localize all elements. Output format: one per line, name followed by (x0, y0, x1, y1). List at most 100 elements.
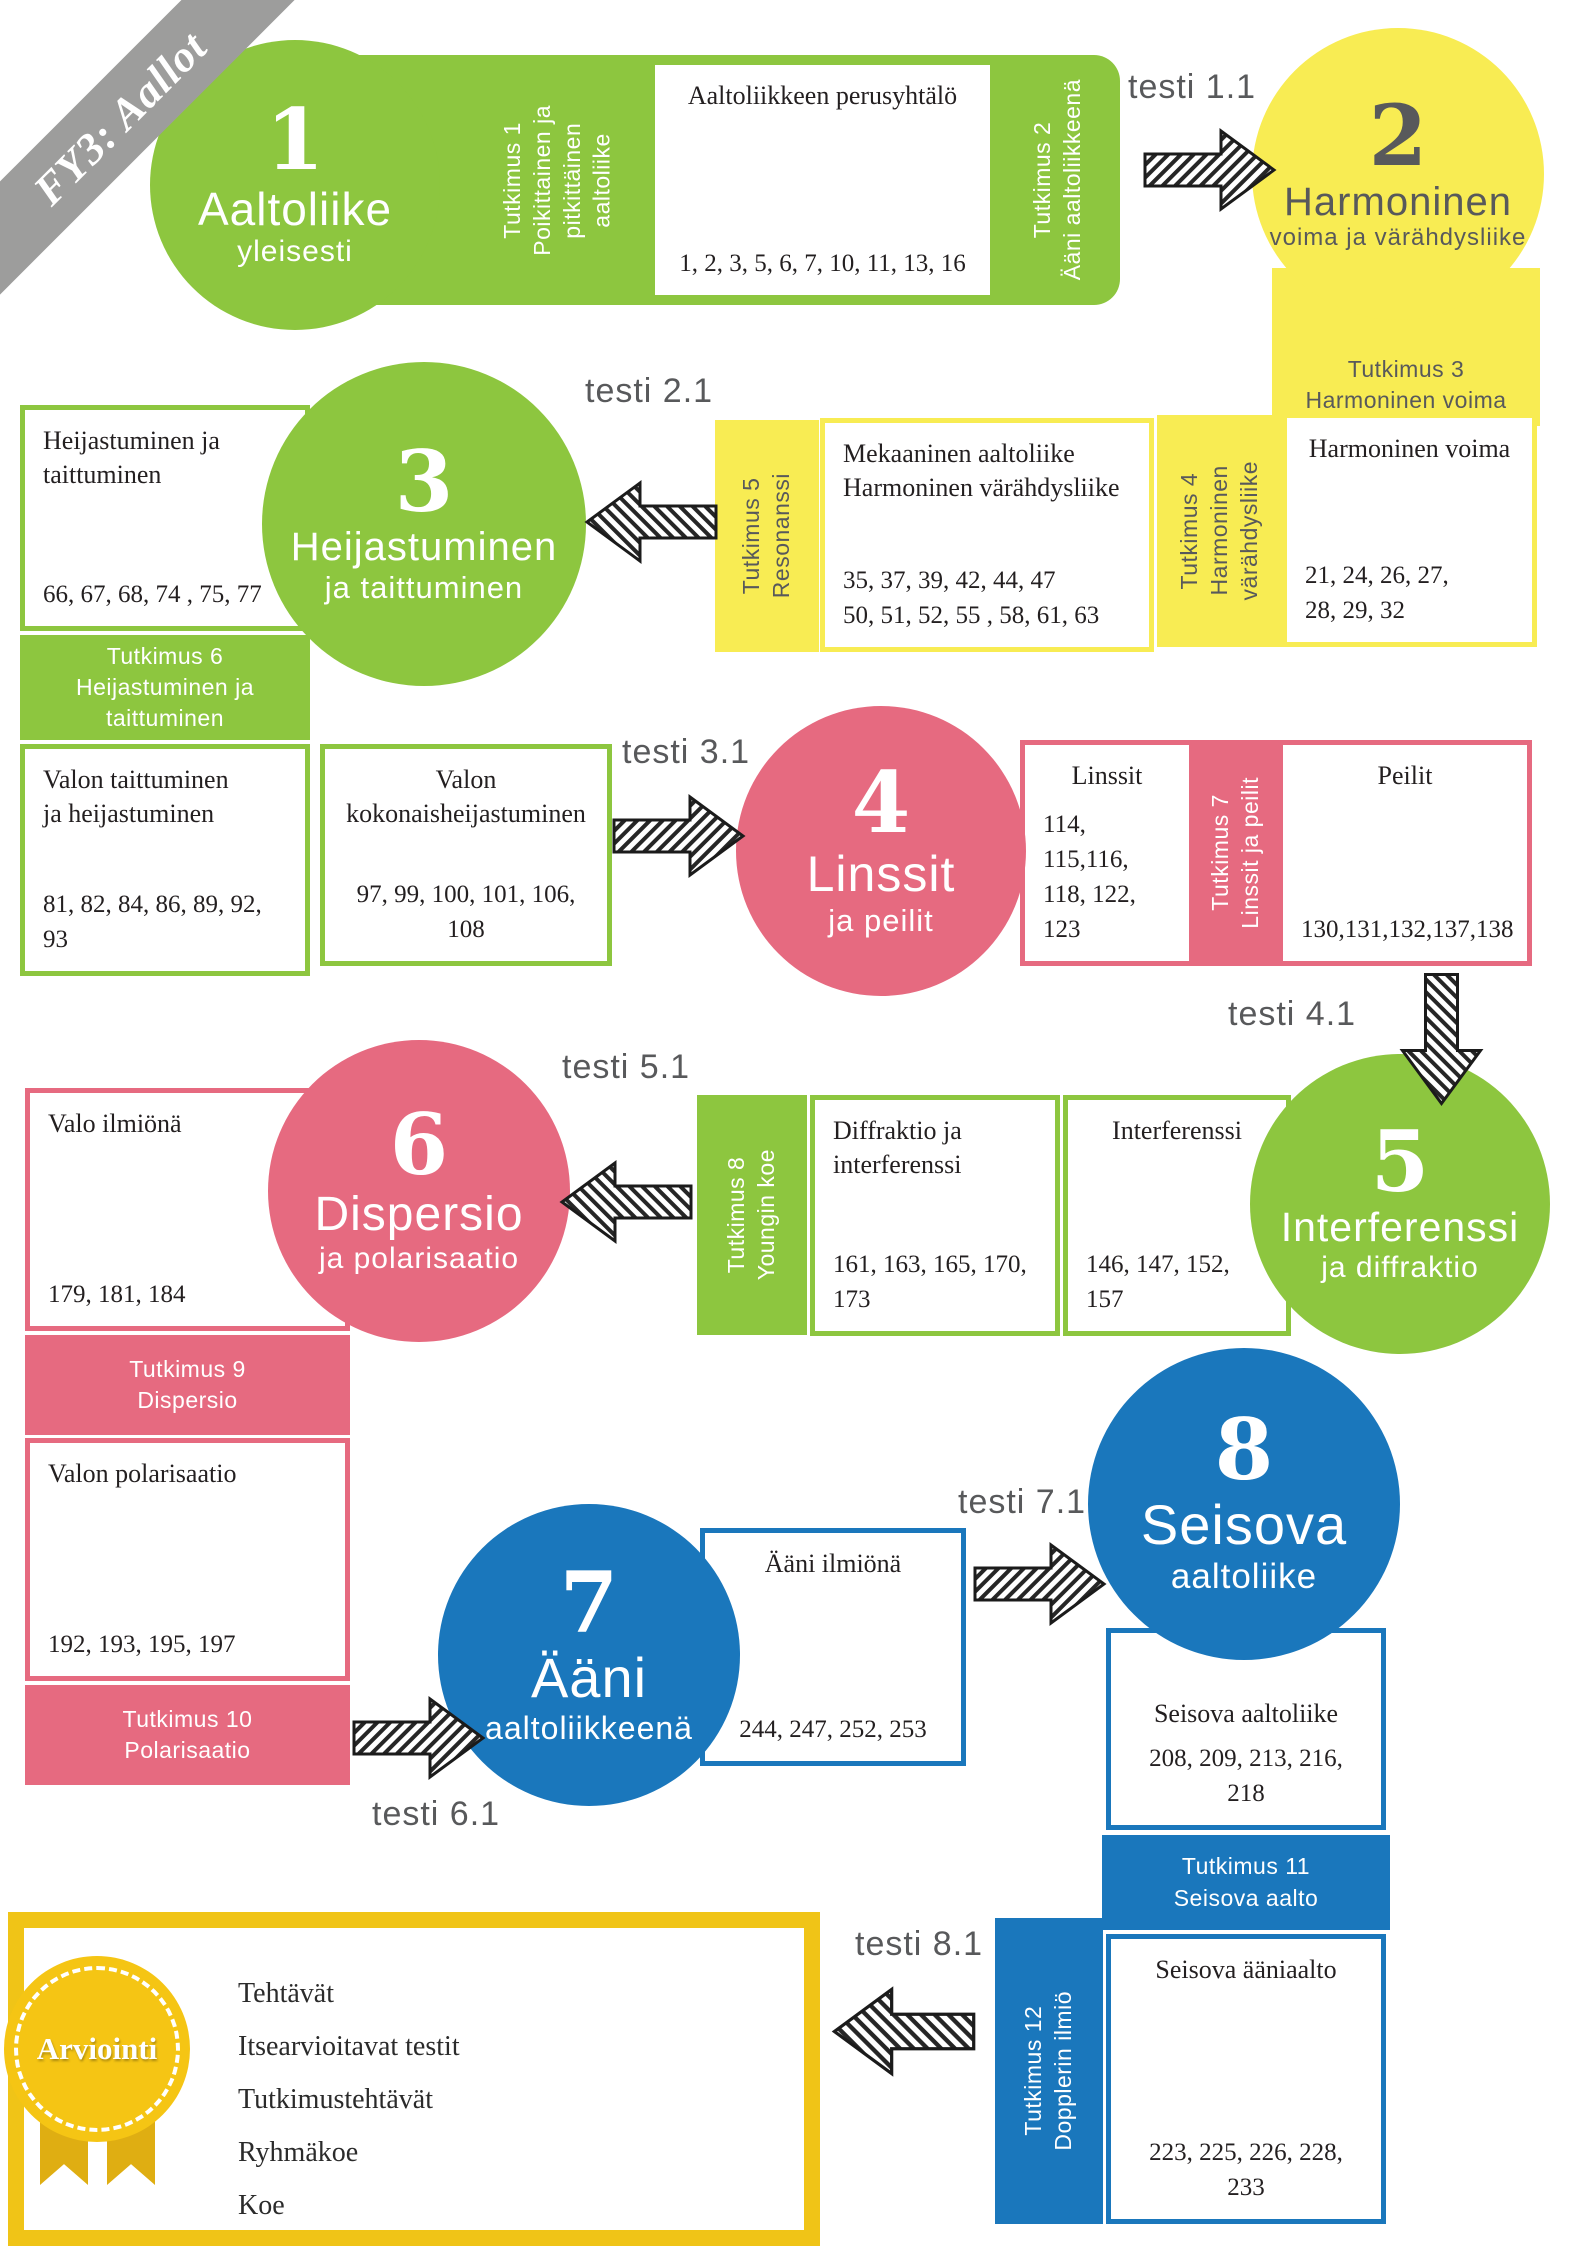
box-peilit: Peilit 130,131,132,137,138 (1278, 740, 1532, 966)
box-aani-ilmiona: Ääni ilmiönä 244, 247, 252, 253 (700, 1528, 966, 1766)
station-8-number: 8 (1214, 1400, 1274, 1500)
station-4-title: Linssit (806, 845, 956, 902)
tutkimus-7-strip: Tutkimus 7 Linssit ja peilit (1192, 740, 1280, 966)
box-numbers: 114, 115,116, 118, 122, 123 (1043, 811, 1136, 943)
testi-3-label: testi 3.1 (622, 733, 751, 771)
station-3-circle: 3 Heijastuminen ja taittuminen (262, 362, 586, 686)
tutkimus-1-label: Tutkimus 1 Poikittainen ja pitkittäinen … (499, 104, 615, 256)
box-valon-polarisaatio: Valon polarisaatio 192, 193, 195, 197 (25, 1438, 350, 1681)
station-4-circle: 4 Linssit ja peilit (736, 706, 1026, 996)
station-7-subtitle: aaltoliikkeenä (485, 1709, 693, 1746)
testi-4-label: testi 4.1 (1228, 995, 1357, 1033)
box-interferenssi: Interferenssi 146, 147, 152, 157 (1063, 1095, 1291, 1336)
arviointi-panel (8, 1912, 820, 2246)
tutkimus-11-panel: Tutkimus 11 Seisova aalto (1102, 1835, 1390, 1930)
station-2-subtitle: voima ja värähdysliike (1269, 223, 1527, 251)
station-6-subtitle: ja polarisaatio (318, 1242, 520, 1276)
testi-2-arrow-left-icon (584, 480, 718, 564)
box-numbers: 130,131,132,137,138 (1301, 916, 1514, 943)
box-title: Peilit (1377, 761, 1433, 790)
box-mekaaninen-aaltoliike: Mekaaninen aaltoliike Harmoninen värähdy… (820, 418, 1154, 652)
arviointi-item: Tutkimustehtävät (238, 2084, 433, 2115)
tutkimus-6-panel: Tutkimus 6 Heijastuminen ja taittuminen (20, 635, 310, 740)
box-title: Valo ilmiönä (48, 1109, 182, 1138)
station-2-title: Harmoninen (1284, 179, 1512, 224)
box-numbers: 35, 37, 39, 42, 44, 47 50, 51, 52, 55 , … (843, 567, 1100, 629)
station-2-number: 2 (1368, 85, 1428, 185)
testi-3-arrow-right-icon (612, 794, 746, 878)
box-aaltoliikkeen-perusyhtalo: Aaltoliikkeen perusyhtälö 1, 2, 3, 5, 6,… (655, 65, 990, 295)
station-3-number: 3 (394, 431, 454, 531)
box-title: Valon taittuminen ja heijastuminen (43, 765, 229, 828)
box-numbers: 161, 163, 165, 170, 173 (833, 1251, 1027, 1313)
station-3-title: Heijastuminen (290, 525, 558, 570)
box-title: Harmoninen voima (1308, 434, 1511, 463)
box-harmoninen-voima: Harmoninen voima 21, 24, 26, 27, 28, 29,… (1282, 413, 1537, 647)
tutkimus-2-strip: Tutkimus 2 Ääni aaltoliikkeenä (1000, 65, 1115, 295)
tutkimus-10-panel: Tutkimus 10 Polarisaatio (25, 1685, 350, 1785)
box-title: Linssit (1071, 761, 1143, 790)
box-title: Seisova aaltoliike (1153, 1699, 1339, 1728)
tutkimus-3-label: Tutkimus 3 Harmoninen voima (1305, 355, 1507, 413)
arviointi-item: Koe (238, 2190, 285, 2221)
testi-7-arrow-right-icon (973, 1542, 1107, 1626)
box-numbers: 179, 181, 184 (48, 1281, 186, 1308)
station-5-title: Interferenssi (1280, 1204, 1520, 1251)
station-7-title: Ääni (530, 1645, 648, 1709)
box-numbers: 66, 67, 68, 74 , 75, 77 (43, 581, 262, 608)
tutkimus-8-label: Tutkimus 8 Youngin koe (723, 1149, 779, 1281)
testi-6-arrow-right-icon (352, 1696, 486, 1780)
box-title: Diffraktio ja interferenssi (833, 1116, 962, 1179)
arviointi-item: Itsearvioitavat testit (238, 2031, 460, 2062)
box-title: Aaltoliikkeen perusyhtälö (687, 81, 958, 110)
box-valon-taittuminen: Valon taittuminen ja heijastuminen 81, 8… (20, 744, 310, 976)
box-numbers: 192, 193, 195, 197 (48, 1631, 236, 1658)
station-7-circle: 7 Ääni aaltoliikkeenä (438, 1504, 740, 1806)
box-title: Ääni ilmiönä (764, 1549, 902, 1578)
tutkimus-7-label: Tutkimus 7 Linssit ja peilit (1207, 777, 1263, 929)
testi-1-label: testi 1.1 (1128, 68, 1257, 106)
station-1-title: Aaltoliike (197, 182, 393, 235)
station-8-circle: 8 Seisova aaltoliike (1088, 1348, 1400, 1660)
tutkimus-4-label: Tutkimus 4 Harmoninen värähdysliike (1175, 461, 1262, 601)
box-numbers: 223, 225, 226, 228, 233 (1149, 2139, 1343, 2201)
box-numbers: 208, 209, 213, 216, 218 (1149, 1745, 1343, 1807)
testi-6-label: testi 6.1 (372, 1795, 501, 1833)
testi-7-label: testi 7.1 (958, 1483, 1087, 1521)
station-2-circle: 2 Harmoninen voima ja värähdysliike (1252, 28, 1544, 320)
testi-1-arrow-right-icon (1143, 128, 1277, 212)
station-1-subtitle: yleisesti (237, 235, 353, 269)
arviointi-badge-label: Arviointi (36, 2031, 158, 2066)
testi-2-label: testi 2.1 (585, 372, 714, 410)
station-4-subtitle: ja peilit (828, 902, 934, 938)
box-seisova-aaniaalto: Seisova ääniaalto 223, 225, 226, 228, 23… (1106, 1934, 1386, 2224)
tutkimus-11-label: Tutkimus 11 Seisova aalto (1173, 1853, 1319, 1911)
tutkimus-1-strip: Tutkimus 1 Poikittainen ja pitkittäinen … (468, 65, 648, 295)
station-8-title: Seisova (1140, 1493, 1348, 1557)
tutkimus-12-strip: Tutkimus 12 Dopplerin ilmiö (995, 1918, 1103, 2224)
testi-4-arrow-down-icon (1399, 973, 1484, 1107)
station-3-subtitle: ja taittuminen (324, 570, 524, 606)
box-numbers: 1, 2, 3, 5, 6, 7, 10, 11, 13, 16 (679, 250, 966, 277)
box-title: Interferenssi (1112, 1116, 1242, 1145)
tutkimus-9-label: Tutkimus 9 Dispersio (129, 1355, 246, 1413)
station-4-number: 4 (851, 753, 911, 852)
box-numbers: 21, 24, 26, 27, 28, 29, 32 (1305, 562, 1449, 624)
station-5-circle: 5 Interferenssi ja diffraktio (1250, 1054, 1550, 1354)
box-title: Heijastuminen ja taittuminen (43, 426, 220, 489)
arviointi-item: Tehtävät (238, 1978, 334, 2009)
tutkimus-4-strip: Tutkimus 4 Harmoninen värähdysliike (1157, 415, 1282, 647)
box-seisova-aaltoliike: Seisova aaltoliike 208, 209, 213, 216, 2… (1106, 1628, 1386, 1830)
station-6-number: 6 (389, 1094, 449, 1194)
arviointi-item: Ryhmäkoe (238, 2137, 359, 2168)
tutkimus-5-strip: Tutkimus 5 Resonanssi (715, 420, 819, 652)
tutkimus-9-panel: Tutkimus 9 Dispersio (25, 1335, 350, 1435)
station-6-title: Dispersio (314, 1187, 524, 1241)
box-numbers: 244, 247, 252, 253 (739, 1716, 927, 1743)
arviointi-badge: Arviointi (14, 1966, 180, 2132)
tutkimus-12-label: Tutkimus 12 Dopplerin ilmiö (1020, 1991, 1076, 2151)
tutkimus-10-label: Tutkimus 10 Polarisaatio (122, 1705, 253, 1763)
box-numbers: 81, 82, 84, 86, 89, 92, 93 (43, 891, 262, 953)
box-valon-kokonaisheijastuminen: Valon kokonaisheijastuminen 97, 99, 100,… (320, 744, 612, 966)
tutkimus-2-label: Tutkimus 2 Ääni aaltoliikkeenä (1028, 79, 1085, 281)
